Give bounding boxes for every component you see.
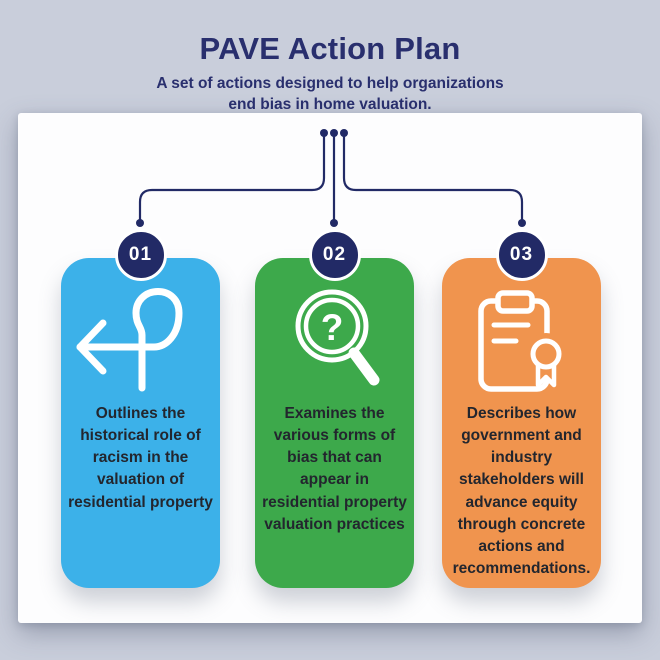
history-arrow-icon	[76, 288, 182, 392]
step-number-badge: 02	[308, 229, 361, 281]
certificate-icon	[477, 290, 567, 392]
connector-dot	[320, 129, 328, 137]
connector-right	[342, 133, 524, 222]
step-number-badge: 01	[114, 229, 167, 281]
question-mark-glyph: ?	[320, 307, 343, 348]
connector-left	[138, 133, 326, 222]
connector-dot	[136, 219, 144, 227]
card-step-02: 02 ? Examines the various forms of bias …	[255, 229, 414, 588]
step-number-badge: 03	[495, 229, 548, 281]
header: PAVE Action Plan A set of actions design…	[0, 31, 660, 115]
connector-dot	[340, 129, 348, 137]
step-number: 02	[322, 244, 347, 265]
connector-dot	[330, 219, 338, 227]
search-question-icon: ?	[295, 289, 379, 386]
card-text: Describes how government and industry st…	[452, 405, 591, 578]
connector-dot	[330, 129, 338, 137]
card-step-03: 03 Describes how government and industry…	[442, 229, 601, 588]
page-title: PAVE Action Plan	[199, 31, 461, 66]
card-step-01: 01 Outlines the historical role of racis…	[61, 229, 220, 588]
page-subtitle: A set of actions designed to help organi…	[156, 75, 504, 113]
card-text: Examines the various forms of bias that …	[262, 405, 407, 533]
step-number: 01	[128, 244, 153, 265]
card-text: Outlines the historical role of racism i…	[68, 405, 213, 511]
step-number: 03	[509, 244, 534, 265]
connector-dot	[518, 219, 526, 227]
